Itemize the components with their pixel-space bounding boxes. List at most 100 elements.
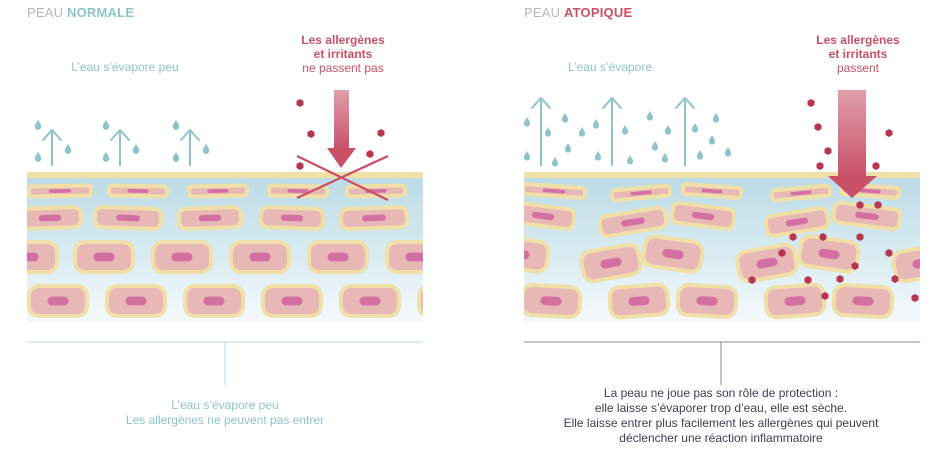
cell-inner [421,290,423,312]
cell-nucleus [662,248,684,260]
skin-cell [797,234,861,274]
water-drop [34,119,42,130]
bracket-atopique [524,341,920,385]
skin-cell [524,182,588,200]
water-drop [708,134,716,145]
skin-cell [669,201,737,231]
cell-nucleus [524,248,530,260]
title-atopique: PEAU ATOPIQUE [524,5,633,20]
caption-atopique: La peau ne joue pas son rôle de protecti… [563,386,879,445]
allergen-particle [891,275,899,283]
allergen-arrow-blocked [296,90,389,201]
cell-nucleus [27,252,39,262]
cell-nucleus [912,257,920,269]
allergen-particle [807,99,815,107]
cell-nucleus [48,189,72,193]
skin-cell [151,240,213,274]
cell-nucleus [691,211,715,221]
allergen-particle [911,294,919,302]
water-evaporation-atopique [523,97,732,167]
skin-cell [680,182,744,200]
skin-cell [524,283,583,319]
skin-cell [891,242,920,284]
allergen-particle [816,162,824,170]
cell-nucleus [542,188,566,194]
water-drop [578,126,586,137]
allergen-particle [885,129,893,137]
water-drop [523,150,531,161]
allergen-particle [814,123,822,131]
water-drop [661,152,669,163]
cell-nucleus [785,217,809,227]
cell-rows [524,182,950,320]
allergen-particle [872,162,880,170]
evaporation-arrow-head [602,97,622,109]
water-drop [172,119,180,130]
allergen-label-atopique: Les allergènes et irritants passent [816,33,900,75]
allergen-particle [748,276,756,284]
cell-nucleus [207,189,229,193]
allergen-particle [836,275,844,283]
skin-cell [338,205,410,231]
water-drop [712,112,720,123]
cell-nucleus [531,211,555,221]
water-drop [691,122,699,133]
skin-cell [105,284,167,318]
cell-nucleus [621,217,645,227]
skin-cell [339,284,401,318]
allergen-particle [819,233,827,241]
cell-nucleus [630,190,652,196]
skin-cell [258,205,326,231]
skin-cell [73,240,135,274]
caption-normal: L’eau s’évapore peu Les allergènes ne pe… [125,398,325,427]
water-drop [172,151,180,162]
cell-nucleus [790,190,812,196]
water-drop [64,143,72,154]
water-evaporation-normal [34,119,210,166]
cell-nucleus [784,296,806,306]
allergen-particle [366,150,374,158]
water-drop [102,151,110,162]
evap-label-atopique: L’eau s’évapore [567,60,653,74]
water-drop [564,142,572,153]
evaporation-arrow-head [531,97,551,109]
cell-nucleus [171,252,193,262]
water-drop [34,151,42,162]
allergen-particle [874,201,882,209]
cell-nucleus [859,188,881,194]
skin-cell [261,284,323,318]
skin-cell [176,205,244,231]
cell-nucleus [38,214,62,222]
skin-layers-normal [27,172,458,322]
water-drop [592,118,600,129]
skin-cell [344,183,408,199]
water-drop [696,149,704,160]
skin-layers-atopique [524,172,950,322]
water-drop [102,119,110,130]
cell-rows [27,183,458,318]
cell-nucleus [437,297,458,306]
cell-nucleus [287,189,309,193]
evaporation-arrow-head [180,129,200,141]
cell-nucleus [600,257,622,269]
cell-nucleus [852,296,874,306]
water-drop [621,124,629,135]
skin-cell [385,240,423,274]
cell-nucleus [696,296,718,306]
skin-cell [524,201,577,231]
allergens-atopique [748,99,919,302]
water-drop [646,110,654,121]
cell-nucleus [249,252,271,262]
allergens-normal [296,99,385,170]
allergen-particle [296,162,304,170]
cell-nucleus [198,214,222,222]
skin-cell [186,183,250,199]
cell-nucleus [281,296,303,306]
cell-inner [923,286,950,316]
skin-cell [417,285,458,317]
cell-nucleus [362,214,386,222]
water-drop [551,156,559,167]
skin-cell [763,282,827,320]
cell-nucleus [203,296,225,306]
